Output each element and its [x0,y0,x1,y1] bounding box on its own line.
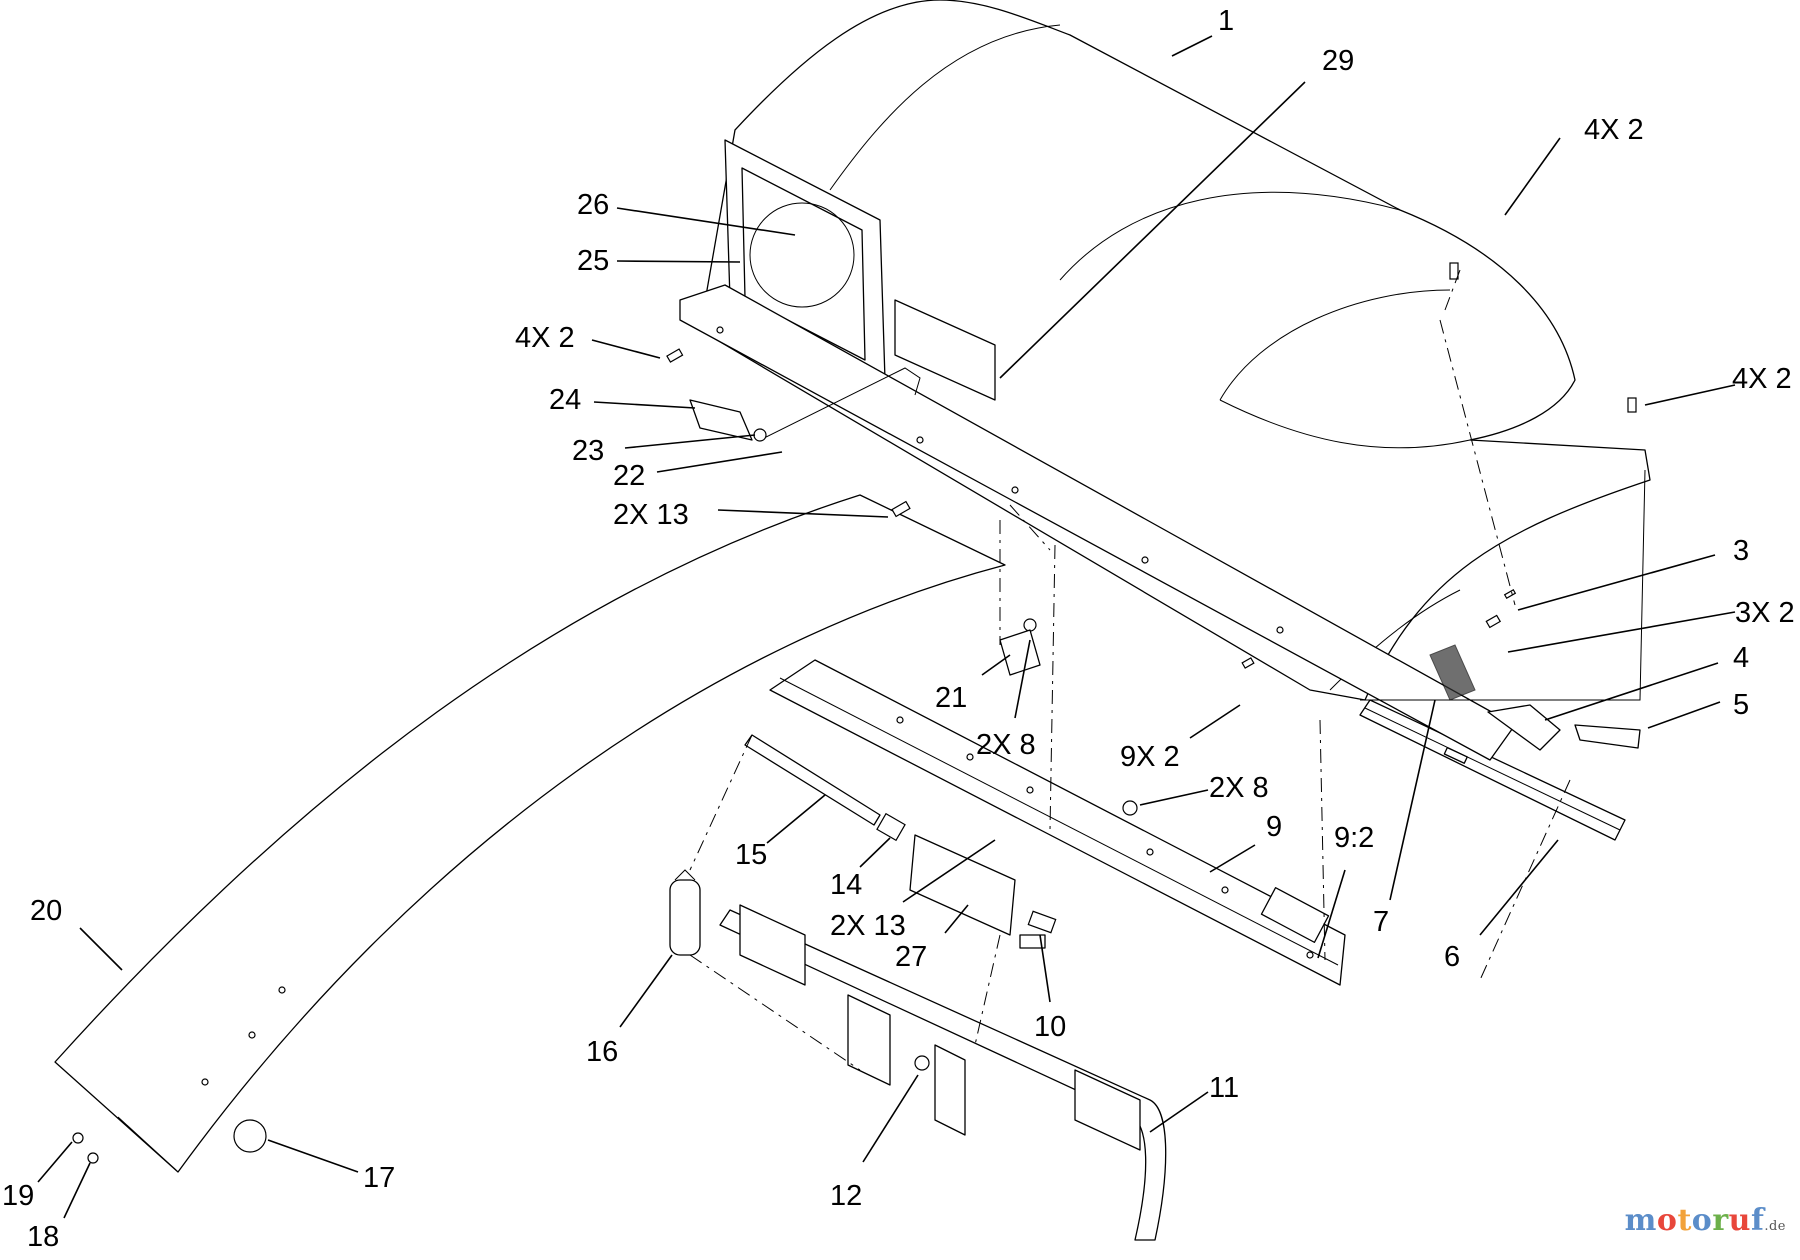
callout-12: 12 [830,1180,862,1212]
callout-23: 23 [572,435,604,467]
callout-24: 24 [549,384,581,416]
callout-9: 9 [1266,811,1282,843]
callout-9-2: 9:2 [1334,822,1374,854]
latch-bracket [999,629,1041,676]
callout-20: 20 [30,895,62,927]
mesh-screen [1429,644,1476,701]
watermark-tld: .de [1764,1219,1786,1234]
watermark-letter: o [1656,1203,1678,1238]
callout-1: 1 [1218,5,1234,37]
pivot-bracket [909,834,1046,949]
watermark-letter: f [1750,1203,1765,1238]
callout-26: 26 [577,189,609,221]
handle-rod [689,367,921,442]
watermark-letter: m [1624,1203,1657,1238]
spring-rod [669,734,906,956]
watermark-brand: motoruf [1625,1203,1765,1238]
chute-fasteners [72,1132,99,1164]
watermark-letter: u [1728,1203,1751,1238]
callout-19: 19 [2,1180,34,1212]
callout-4x2-left: 4X 2 [515,322,575,354]
discharge-chute [54,494,1006,1173]
leader-lines [37,35,1736,1219]
pivot-bolt [1027,910,1057,934]
callout-6: 6 [1444,941,1460,973]
latch-assembly [1487,704,1641,751]
lever-assembly [719,904,1167,1241]
callout-17: 17 [363,1162,395,1194]
callout-16: 16 [586,1036,618,1068]
callout-25: 25 [577,245,609,277]
callout-5: 5 [1733,689,1749,721]
callout-14: 14 [830,869,862,901]
assembly-lines [689,269,1571,1071]
mounting-bracket [769,659,1346,986]
fasteners [666,262,1637,816]
callout-4: 4 [1733,642,1749,674]
callout-3x2: 3X 2 [1735,597,1795,629]
callout-10: 10 [1034,1011,1066,1043]
callout-9x2: 9X 2 [1120,741,1180,773]
callout-22: 22 [613,460,645,492]
callout-7: 7 [1373,906,1389,938]
callout-labels: 1 29 4X 2 26 25 4X 2 4X 2 24 23 22 2X 13… [2,5,1795,1253]
callout-18: 18 [27,1221,59,1253]
callout-2x8-a: 2X 8 [976,729,1036,761]
callout-11: 11 [1209,1072,1239,1104]
callout-4x2-right: 4X 2 [1732,363,1792,395]
side-rail [1359,699,1626,841]
watermark-letter: t [1677,1203,1692,1238]
hood-cover [679,0,1651,761]
callout-4x2-top: 4X 2 [1584,114,1644,146]
watermark-letter: o [1691,1203,1713,1238]
callout-21: 21 [935,682,967,714]
watermark-logo: motoruf.de [1625,1203,1786,1238]
callout-2x13-top: 2X 13 [613,499,689,531]
callout-2x8-b: 2X 8 [1209,772,1269,804]
callout-29: 29 [1322,45,1354,77]
callout-3: 3 [1733,535,1749,567]
callout-27: 27 [895,941,927,973]
watermark-letter: r [1712,1203,1729,1238]
callout-2x13-mid: 2X 13 [830,910,906,942]
callout-15: 15 [735,839,767,871]
